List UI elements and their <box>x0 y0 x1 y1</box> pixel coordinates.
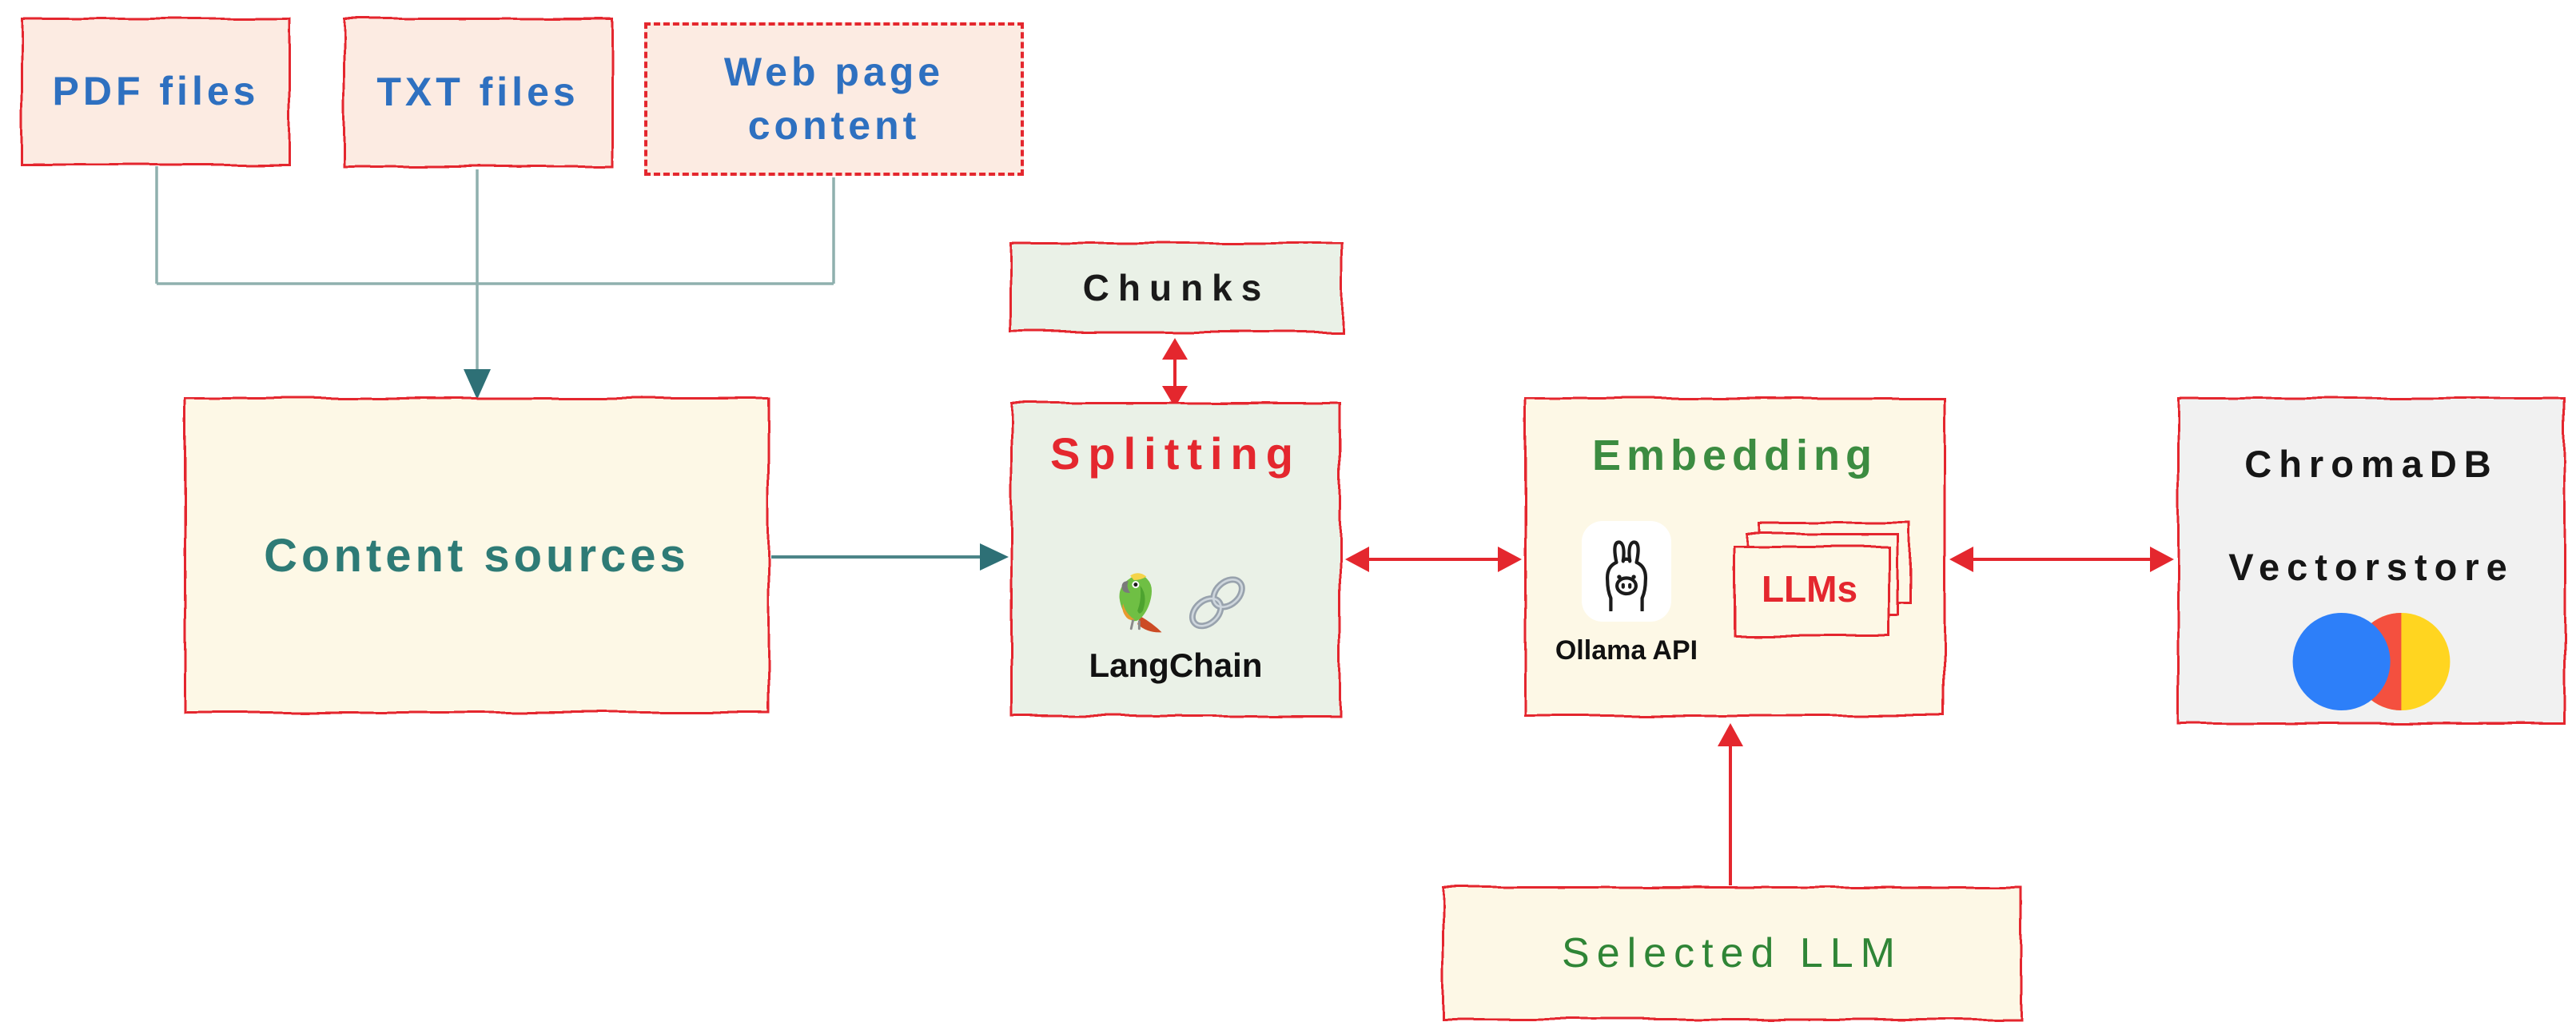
content-sources-label: Content sources <box>264 529 690 582</box>
edge-chunks-splitting <box>1162 338 1188 408</box>
chain-link-icon <box>1188 576 1245 630</box>
vectorstore-label: Vectorstore <box>2228 546 2514 588</box>
splitting-label: Splitting <box>1050 428 1301 479</box>
node-embedding: Embedding Ollama API LLMs <box>1524 397 1945 717</box>
splitting-box-border <box>1010 402 1341 717</box>
selected-llm-label: Selected LLM <box>1562 930 1902 976</box>
arrowhead-up <box>1718 723 1743 746</box>
node-content-sources: Content sources <box>184 397 770 714</box>
chroma-logo-icon <box>2292 612 2451 711</box>
edge-splitting-embedding <box>1345 547 1522 572</box>
edge-content-to-splitting <box>771 543 1009 571</box>
edge-embedding-vectorstore <box>1949 547 2174 572</box>
langchain-label: LangChain <box>1089 646 1263 684</box>
node-txt-files: TXT files <box>343 18 613 168</box>
llms-stack-icon: LLMs <box>1734 522 1925 650</box>
llms-card-front <box>1734 546 1890 637</box>
pdf-files-box-border <box>21 18 291 166</box>
txt-files-label: TXT files <box>376 70 579 115</box>
ollama-api-label: Ollama API <box>1555 635 1698 666</box>
chromadb-label: ChromaDB <box>2244 443 2498 485</box>
web-page-content-label-line2: content <box>747 103 921 148</box>
parrot-icon <box>1119 573 1162 633</box>
pdf-files-label: PDF files <box>52 69 260 114</box>
arrowhead-down <box>464 369 491 400</box>
arrowhead-right <box>980 543 1009 571</box>
node-chunks: Chunks <box>1009 242 1344 333</box>
selected-llm-box-border <box>1442 886 2022 1020</box>
txt-files-box-border <box>343 18 613 168</box>
ollama-llama-icon <box>1582 521 1671 622</box>
embedding-label: Embedding <box>1592 431 1877 479</box>
node-web-page-content: Web page content <box>644 22 1024 176</box>
content-sources-box-border <box>184 397 770 714</box>
node-pdf-files: PDF files <box>21 18 291 166</box>
edge-selectedllm-embedding <box>1718 723 1743 885</box>
chunks-box-border <box>1009 242 1344 333</box>
node-selected-llm: Selected LLM <box>1442 886 2022 1020</box>
web-page-content-label-line1: Web page <box>723 49 945 94</box>
web-page-content-box-border <box>644 22 1024 176</box>
edge-sources-to-content <box>155 166 835 400</box>
chunks-label: Chunks <box>1082 267 1271 308</box>
node-chromadb-vectorstore: ChromaDB Vectorstore <box>2177 397 2566 725</box>
llms-label: LLMs <box>1761 568 1858 610</box>
node-splitting: Splitting LangChain <box>1010 402 1341 717</box>
